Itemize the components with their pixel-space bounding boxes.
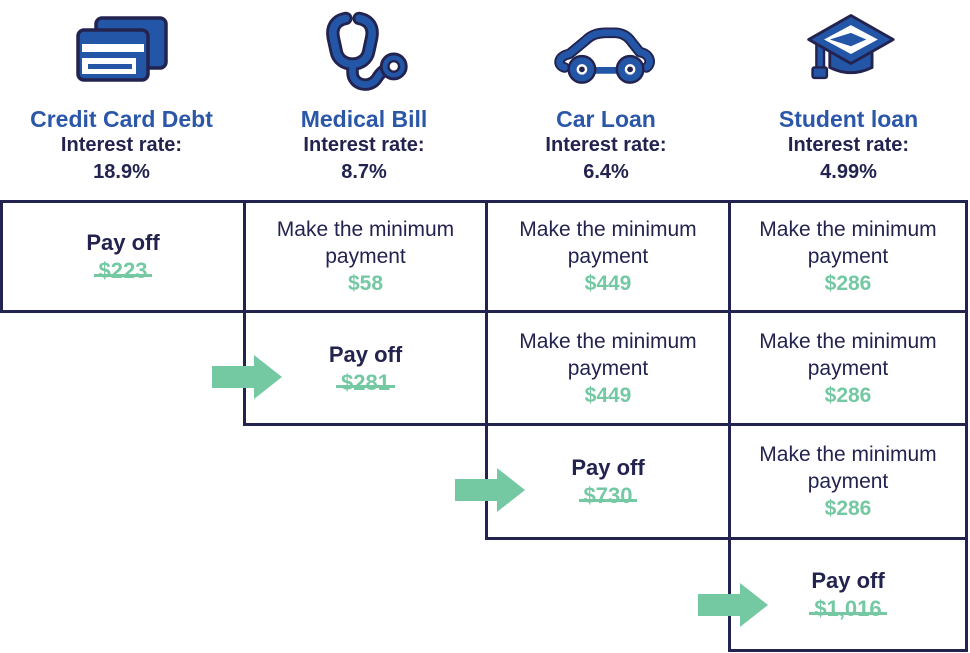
min-payment-label: Make the minimum [759, 218, 937, 241]
column-title: Car Loan [556, 106, 656, 132]
cell-step3-car-payoff: Pay off $730 [488, 426, 728, 537]
min-payment-label: payment [325, 245, 406, 268]
column-title: Credit Card Debt [30, 106, 213, 132]
graduation-cap-icon [806, 14, 895, 80]
pay-off-label: Pay off [811, 568, 885, 593]
amount-value: $449 [584, 272, 632, 295]
min-payment-label: payment [567, 356, 649, 380]
column-header-student-loan: Student loan Interest rate: 4.99% [727, 0, 970, 186]
arrow-right-icon [698, 583, 768, 627]
interest-rate-value: 18.9% [93, 161, 150, 183]
credit-card-icon [75, 16, 168, 82]
column-header-car-loan: Car Loan Interest rate: 6.4% [485, 0, 727, 186]
interest-rate-value: 8.7% [341, 161, 387, 183]
amount-value: $281 [336, 369, 395, 395]
interest-rate-value: 4.99% [820, 161, 877, 183]
min-payment-label: payment [807, 356, 889, 380]
min-payment-label: Make the minimum [759, 329, 937, 353]
min-payment-label: payment [807, 470, 889, 493]
column-title: Student loan [778, 106, 919, 132]
grid-line [243, 200, 246, 426]
amount-value: $58 [347, 272, 384, 295]
grid-line [0, 200, 968, 203]
interest-rate-label: Interest rate: [787, 134, 910, 156]
interest-rate-label: Interest rate: [303, 134, 425, 156]
amount-value: $286 [824, 497, 872, 520]
cell-step1-student-minimum: Make the minimum payment $286 [731, 203, 965, 310]
min-payment-label: Make the minimum [759, 443, 937, 466]
grid-line [485, 200, 488, 540]
grid-line [728, 200, 731, 652]
cell-step1-medical-minimum: Make the minimum payment $58 [246, 203, 485, 310]
cell-step2-student-minimum: Make the minimum payment $286 [731, 313, 965, 423]
cell-step4-student-payoff: Pay off $1,016 [731, 540, 965, 649]
amount-value: $286 [824, 383, 872, 407]
grid-line [0, 310, 968, 313]
min-payment-label: Make the minimum [519, 329, 697, 353]
grid-line [0, 200, 3, 313]
cell-step2-medical-payoff: Pay off $281 [246, 313, 485, 423]
amount-value: $286 [824, 272, 872, 295]
interest-rate-label: Interest rate: [545, 134, 667, 156]
amount-value: $1,016 [809, 596, 887, 621]
pay-off-label: Pay off [86, 230, 160, 255]
interest-rate-value: 6.4% [583, 161, 629, 183]
cell-step1-car-minimum: Make the minimum payment $449 [488, 203, 728, 310]
cell-step2-car-minimum: Make the minimum payment $449 [488, 313, 728, 423]
min-payment-label: Make the minimum [519, 218, 697, 241]
cell-step3-student-minimum: Make the minimum payment $286 [731, 426, 965, 537]
amount-value: $449 [584, 383, 632, 407]
grid-line [243, 423, 968, 426]
amount-value: $730 [578, 483, 638, 508]
stethoscope-icon [326, 11, 408, 91]
arrow-right-icon [455, 468, 525, 512]
min-payment-label: payment [807, 245, 889, 268]
pay-off-label: Pay off [571, 455, 645, 480]
cell-step1-credit-card-payoff: Pay off $223 [3, 203, 243, 310]
grid-line [965, 200, 968, 652]
grid-line [485, 537, 968, 540]
min-payment-label: Make the minimum [276, 218, 455, 241]
column-header-medical-bill: Medical Bill Interest rate: 8.7% [243, 0, 485, 186]
min-payment-label: payment [567, 245, 649, 268]
column-title: Medical Bill [300, 106, 428, 132]
pay-off-label: Pay off [328, 341, 403, 367]
grid-line [728, 649, 968, 652]
amount-value: $223 [93, 258, 153, 283]
interest-rate-label: Interest rate: [60, 134, 183, 156]
column-header-credit-card: Credit Card Debt Interest rate: 18.9% [0, 0, 243, 186]
car-icon [554, 27, 655, 84]
arrow-right-icon [212, 355, 282, 399]
